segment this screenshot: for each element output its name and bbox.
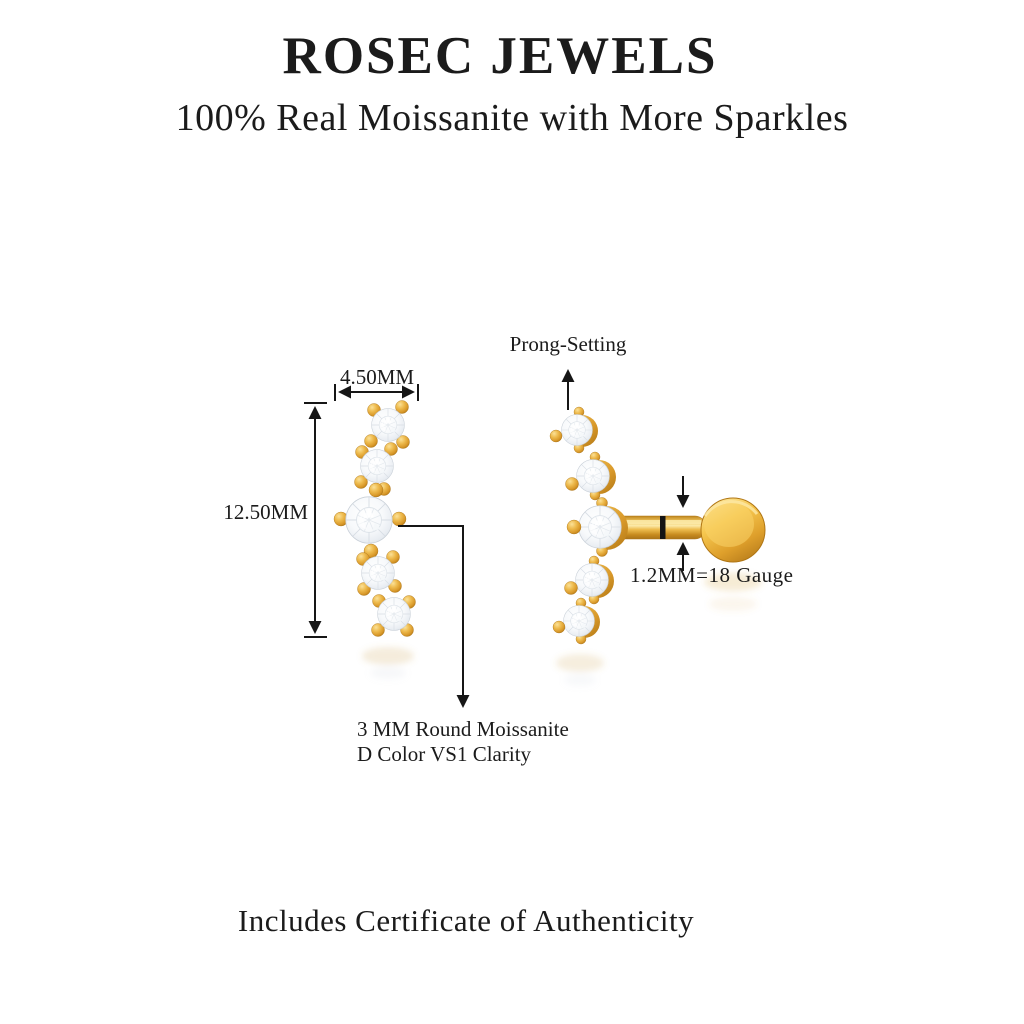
height-dimension-label: 12.50MM: [223, 500, 308, 524]
labret-post: [603, 515, 707, 540]
stone-spec-note: 3 MM Round Moissanite D Color VS1 Clarit…: [357, 717, 569, 767]
tagline: 100% Real Moissanite with More Sparkles: [175, 97, 849, 139]
brand-title: ROSEC JEWELS: [282, 27, 718, 85]
stone-spec-line1: 3 MM Round Moissanite: [357, 717, 569, 741]
earring-side-view: [549, 406, 766, 645]
earring-front-view: [333, 400, 416, 637]
flat-back-disc: [700, 497, 766, 563]
width-dimension-label: 4.50MM: [339, 365, 415, 389]
certificate-note: Includes Certificate of Authenticity: [237, 903, 695, 938]
stone-leader-arrow: [398, 525, 470, 708]
prong-setting-label: Prong-Setting: [509, 332, 627, 356]
stone-spec-line2: D Color VS1 Clarity: [357, 742, 532, 766]
height-dimension-arrow: [304, 402, 327, 638]
threading-mark: [660, 516, 666, 539]
reflection-shadows: [362, 573, 762, 686]
gauge-label: 1.2MM=18 Gauge: [630, 563, 794, 587]
width-dimension-arrow: [334, 384, 419, 401]
